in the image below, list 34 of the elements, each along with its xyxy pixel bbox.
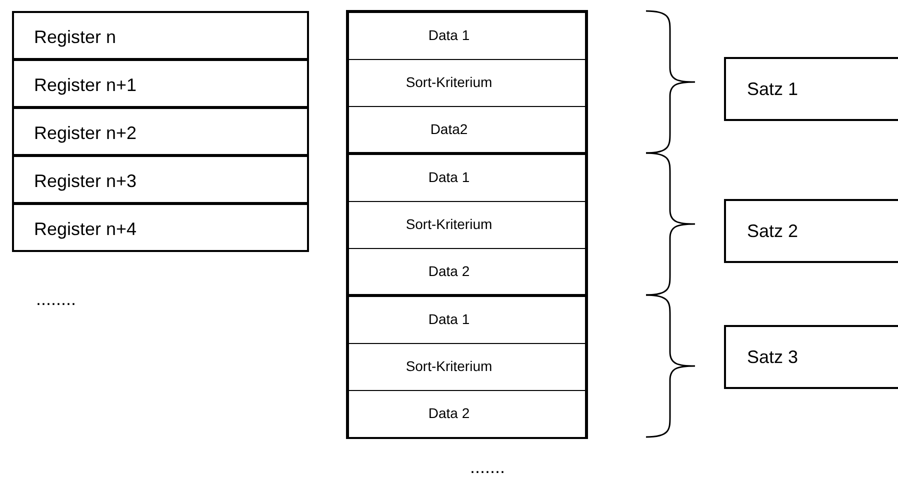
field-name: Sort-Kriterium	[404, 359, 494, 373]
record-label: Satz 2	[747, 222, 798, 240]
field-row	[349, 344, 585, 392]
record-label: Satz 3	[747, 348, 798, 366]
field-name: Data 2	[427, 264, 471, 278]
register-label: Register n	[34, 28, 116, 46]
field-row	[349, 391, 585, 437]
field-row	[349, 202, 585, 250]
ellipsis-text: .......	[470, 458, 506, 476]
record-box	[346, 10, 588, 155]
register-label: Register n+2	[34, 124, 137, 142]
record-label-box	[724, 57, 898, 121]
record-label-box	[724, 199, 898, 263]
register-label: Register n+4	[34, 220, 137, 238]
register-box	[12, 59, 309, 108]
record-label: Satz 1	[747, 80, 798, 98]
record-label-box	[724, 325, 898, 389]
register-box	[12, 11, 309, 60]
field-name: Data 1	[427, 312, 471, 326]
field-name: Sort-Kriterium	[404, 75, 494, 89]
register-box	[12, 107, 309, 156]
field-name: Data 1	[427, 170, 471, 184]
record-box	[346, 294, 588, 439]
field-row	[349, 60, 585, 108]
ellipsis-text: ........	[36, 290, 76, 308]
field-name: Data 1	[427, 28, 471, 42]
register-box	[12, 203, 309, 252]
register-label: Register n+1	[34, 76, 137, 94]
record-box	[346, 152, 588, 297]
register-box	[12, 155, 309, 204]
field-name: Sort-Kriterium	[404, 217, 494, 231]
register-label: Register n+3	[34, 172, 137, 190]
field-name: Data 2	[427, 406, 471, 420]
field-name: Data2	[429, 122, 469, 136]
